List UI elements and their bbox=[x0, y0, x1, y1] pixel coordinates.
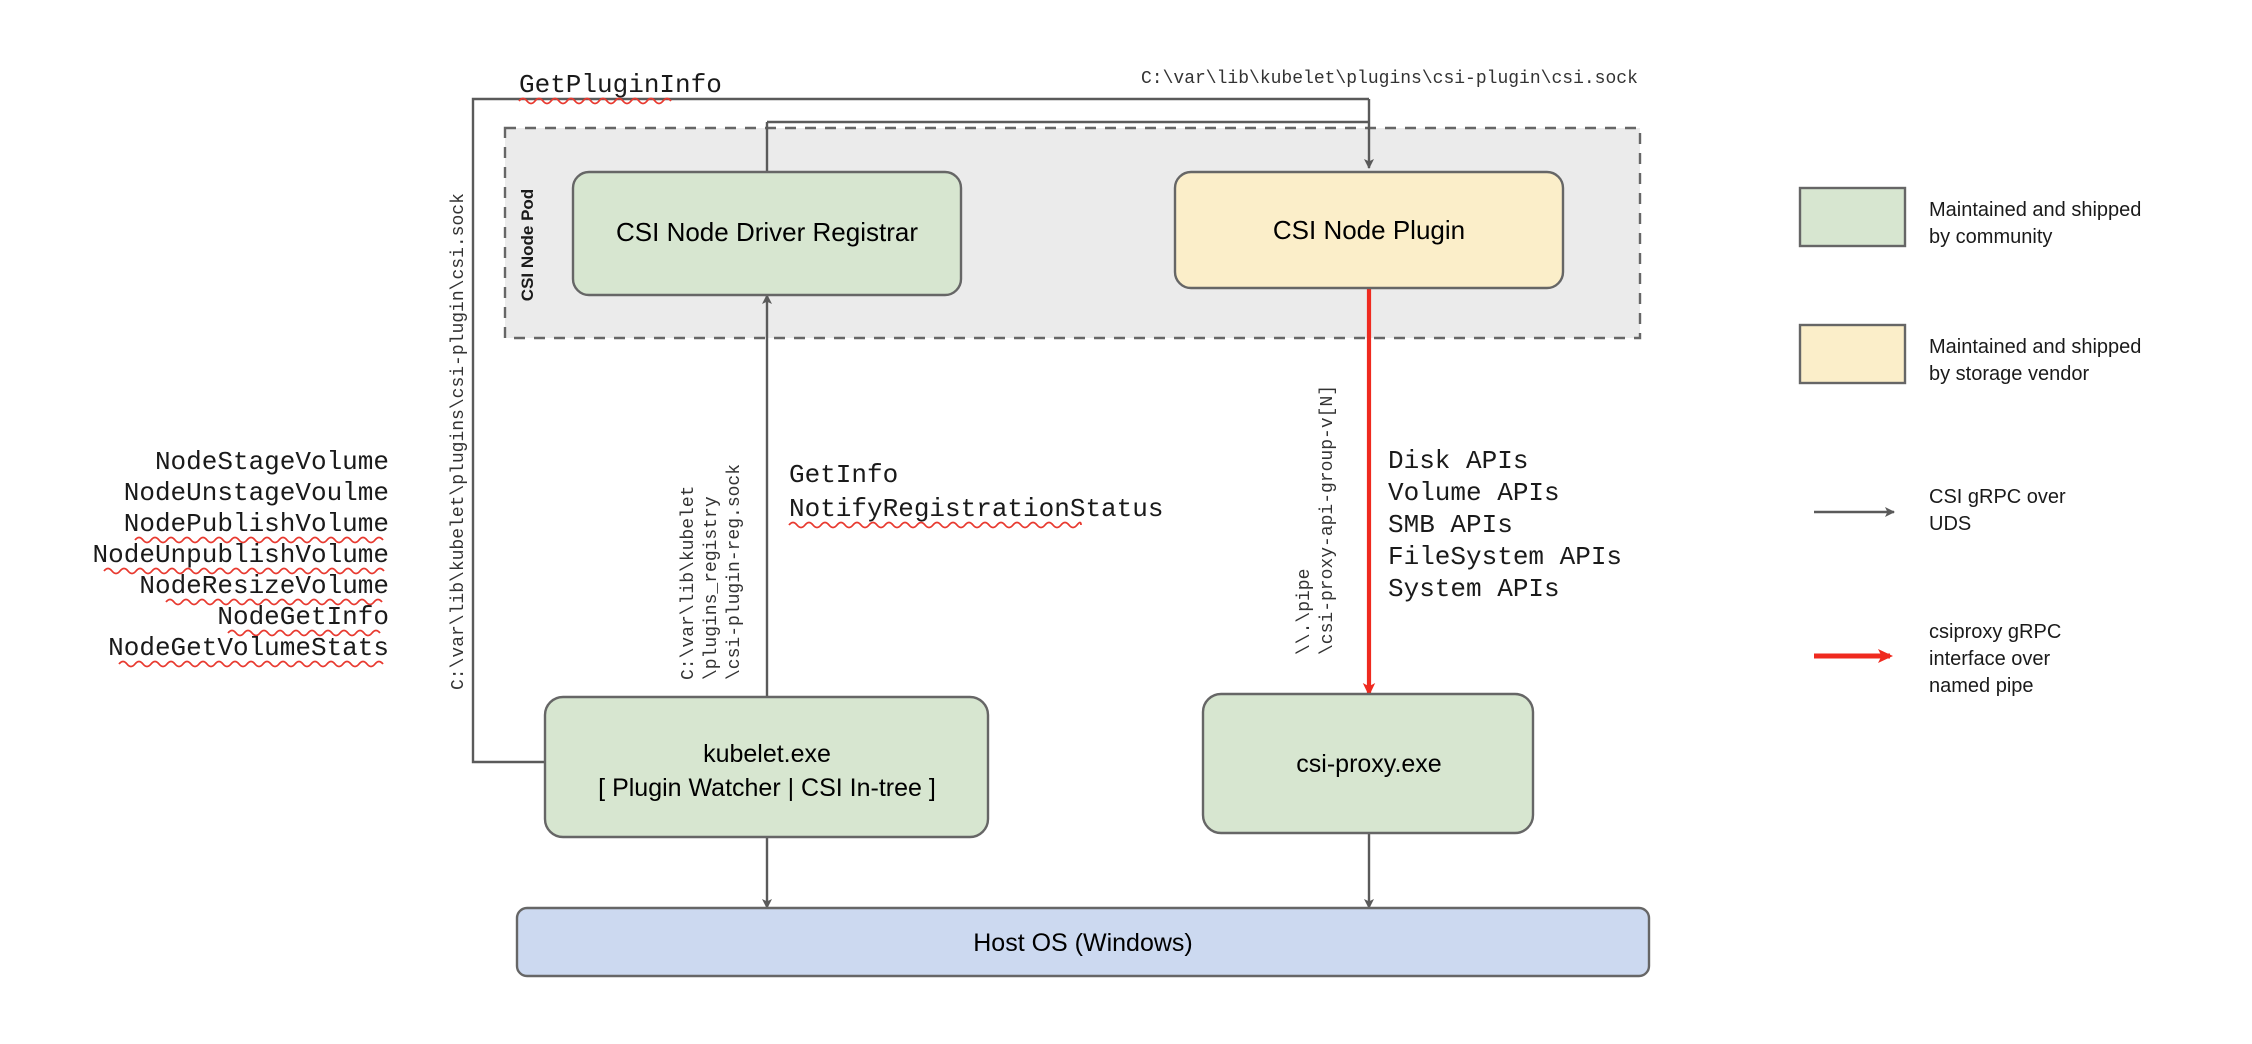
csi-node-api-spellcheck-underline bbox=[118, 660, 384, 668]
csi-node-driver-registrar-box[interactable] bbox=[571, 170, 963, 297]
csi-proxy-api-item: System APIs bbox=[1388, 574, 1560, 604]
pod-group-label: CSI Node Pod bbox=[518, 189, 537, 301]
get-plugin-info-spellcheck-underline bbox=[518, 97, 672, 105]
csi-proxy-api-item: SMB APIs bbox=[1388, 510, 1513, 540]
csi-node-api-item: NodeGetInfo bbox=[217, 602, 389, 632]
csi-node-api-spellcheck-underline bbox=[165, 598, 383, 606]
host-os-label: Host OS (Windows) bbox=[973, 929, 1192, 957]
legend-item-community: Maintained and shipped by community bbox=[1798, 186, 2141, 248]
csi-node-api-item: NodeUnstageVoulme bbox=[124, 478, 389, 508]
registry-path-line-1: C:\var\lib\kubelet bbox=[679, 486, 699, 680]
registrar-call-get-info: GetInfo bbox=[789, 460, 898, 490]
legend-namedpipe-line-3: named pipe bbox=[1929, 675, 2034, 697]
csi-proxy-exe-label: csi-proxy.exe bbox=[1296, 750, 1441, 778]
label-named-pipe-path: \\.\pipe \csi-proxy-api-group-v[N] bbox=[1295, 385, 1338, 655]
csi-node-api-item: NodeStageVolume bbox=[155, 447, 389, 477]
legend-item-storage-vendor: Maintained and shipped by storage vendor bbox=[1798, 323, 2141, 385]
legend-swatch-storage-vendor bbox=[1798, 323, 1907, 385]
label-csi-sock-path-top: C:\var\lib\kubelet\plugins\csi-plugin\cs… bbox=[1141, 69, 1638, 89]
legend-vendor-line-1: Maintained and shipped bbox=[1929, 336, 2141, 358]
csi-node-api-spellcheck-underline bbox=[103, 567, 385, 575]
csi-proxy-api-item: Volume APIs bbox=[1388, 478, 1560, 508]
legend-uds-line-1: CSI gRPC over bbox=[1929, 486, 2066, 508]
csi-node-api-item: NodeResizeVolume bbox=[139, 571, 389, 601]
legend-namedpipe-line-2: interface over bbox=[1929, 648, 2051, 670]
named-pipe-line-1: \\.\pipe bbox=[1295, 569, 1315, 655]
kubelet-exe-label-line1: kubelet.exe bbox=[703, 740, 831, 768]
node-csi-node-driver-registrar[interactable]: CSI Node Driver Registrar bbox=[571, 170, 963, 297]
notify-registration-status-spellcheck-underline bbox=[788, 521, 1082, 529]
node-kubelet-exe[interactable]: kubelet.exe [ Plugin Watcher | CSI In-tr… bbox=[543, 695, 990, 839]
csi-node-api-item: NodePublishVolume bbox=[124, 509, 389, 539]
legend: Maintained and shipped by community Main… bbox=[1798, 186, 2141, 697]
csi-node-api-list: NodeStageVolume NodeUnstageVoulme NodePu… bbox=[93, 447, 389, 668]
csi-node-plugin-label: CSI Node Plugin bbox=[1273, 215, 1465, 245]
label-plugins-registry-path: C:\var\lib\kubelet \plugins_registry \cs… bbox=[679, 464, 745, 680]
named-pipe-line-2: \csi-proxy-api-group-v[N] bbox=[1318, 385, 1338, 655]
host-os-box[interactable] bbox=[515, 906, 1651, 978]
csi-node-api-spellcheck-underline bbox=[134, 536, 384, 544]
legend-item-csi-grpc-uds: CSI gRPC over UDS bbox=[1814, 486, 2066, 535]
csi-node-plugin-box[interactable] bbox=[1173, 170, 1565, 290]
csi-node-api-item: NodeGetVolumeStats bbox=[108, 633, 389, 663]
csi-proxy-api-list: Disk APIs Volume APIs SMB APIs FileSyste… bbox=[1388, 446, 1622, 604]
csi-proxy-api-item: FileSystem APIs bbox=[1388, 542, 1622, 572]
csi-proxy-api-item: Disk APIs bbox=[1388, 446, 1528, 476]
csi-node-driver-registrar-label: CSI Node Driver Registrar bbox=[616, 217, 918, 247]
legend-item-csiproxy-named-pipe: csiproxy gRPC interface over named pipe bbox=[1814, 621, 2061, 697]
label-registrar-calls: GetInfo NotifyRegistrationStatus bbox=[788, 460, 1163, 529]
edge-kubelet-to-plugin-outer bbox=[471, 97, 1369, 764]
registry-path-line-3: \csi-plugin-reg.sock bbox=[725, 464, 745, 680]
get-plugin-info-text: GetPluginInfo bbox=[519, 70, 722, 100]
legend-vendor-line-2: by storage vendor bbox=[1929, 363, 2089, 385]
kubelet-exe-label-line2: [ Plugin Watcher | CSI In-tree ] bbox=[598, 774, 936, 802]
legend-community-line-2: by community bbox=[1929, 226, 2052, 248]
label-get-plugin-info: GetPluginInfo bbox=[518, 70, 722, 105]
csi-node-api-item: NodeUnpublishVolume bbox=[93, 540, 389, 570]
node-csi-proxy-exe[interactable]: csi-proxy.exe bbox=[1201, 692, 1535, 835]
legend-swatch-community bbox=[1798, 186, 1907, 248]
legend-uds-line-2: UDS bbox=[1929, 513, 1971, 535]
node-host-os[interactable]: Host OS (Windows) bbox=[515, 906, 1651, 978]
label-csi-sock-path-left: C:\var\lib\kubelet\plugins\csi-plugin\cs… bbox=[449, 193, 469, 690]
csi-proxy-exe-box[interactable] bbox=[1201, 692, 1535, 835]
node-csi-node-plugin[interactable]: CSI Node Plugin bbox=[1173, 170, 1565, 290]
pod-group-dashed-border bbox=[503, 126, 1642, 340]
legend-community-line-1: Maintained and shipped bbox=[1929, 199, 2141, 221]
csi-node-api-spellcheck-underline bbox=[227, 629, 381, 637]
edge-getplugininfo-uds bbox=[471, 97, 1374, 764]
registry-path-line-2: \plugins_registry bbox=[702, 496, 722, 680]
legend-namedpipe-line-1: csiproxy gRPC bbox=[1929, 621, 2061, 643]
kubelet-exe-box[interactable] bbox=[543, 695, 990, 839]
registrar-call-notify-registration-status: NotifyRegistrationStatus bbox=[789, 494, 1163, 524]
